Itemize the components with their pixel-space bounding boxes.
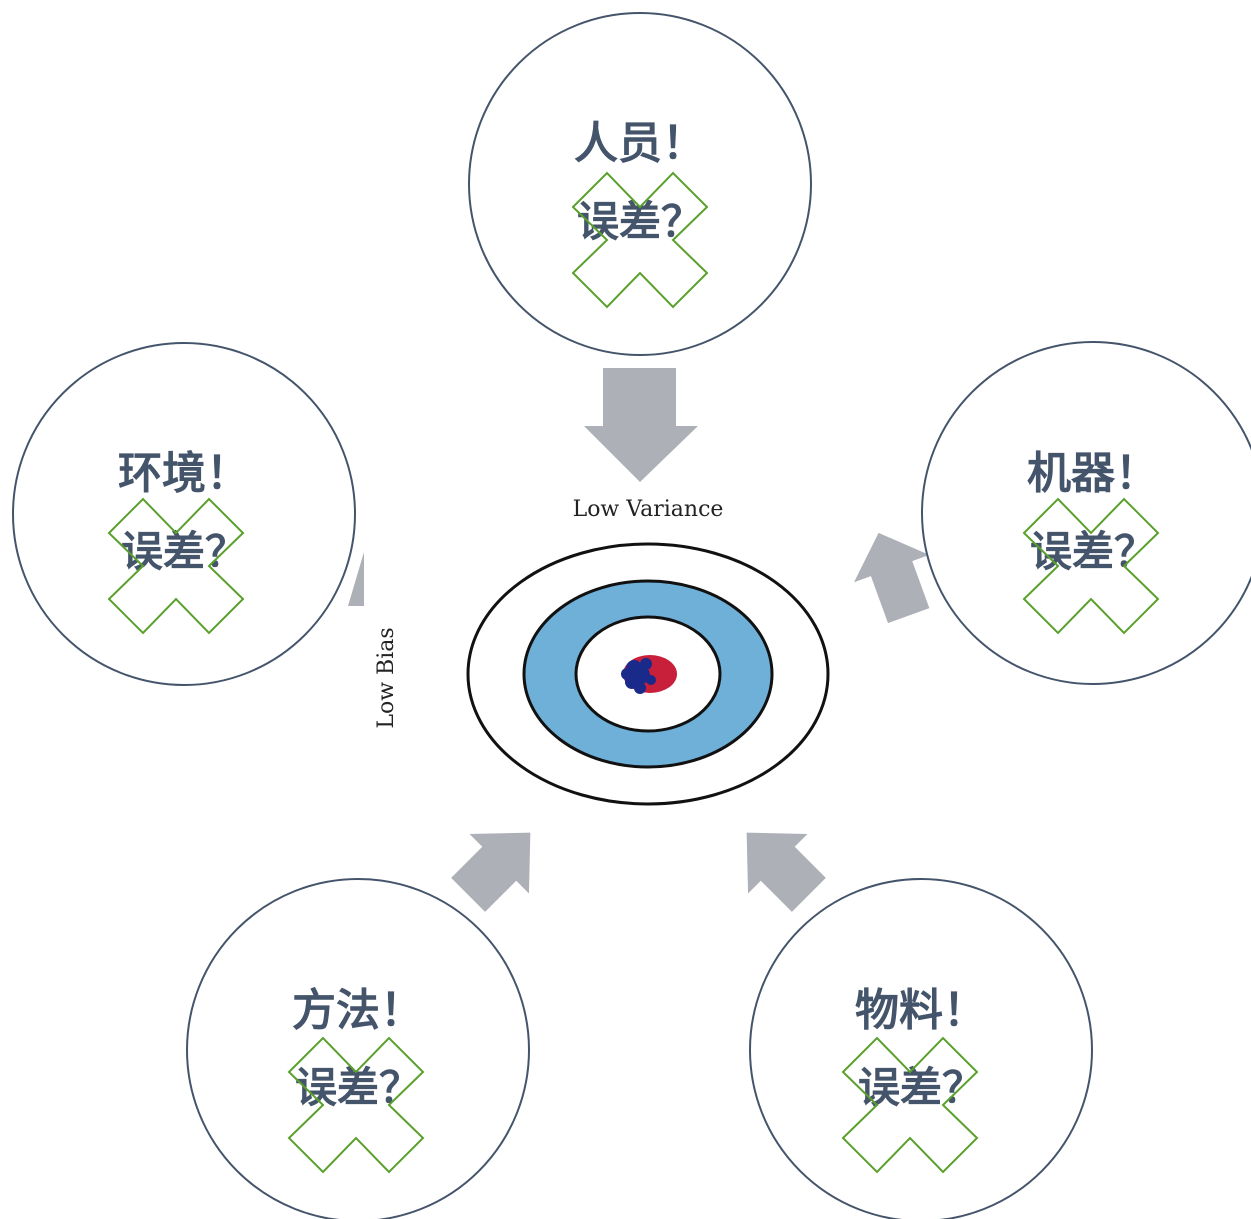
cross-icon (107, 497, 245, 635)
node-subtitle: 误差？ (858, 1063, 984, 1112)
node-title: 物料！ (855, 985, 987, 1036)
cross-icon (571, 171, 709, 309)
arrow-from-method (451, 832, 531, 912)
cross-icon (1022, 497, 1160, 635)
node-machine: 机器！ 误差？ (921, 341, 1251, 685)
node-environment: 环境！ 误差？ (12, 342, 356, 686)
node-circle (12, 342, 356, 686)
node-subtitle: 误差？ (1030, 527, 1156, 576)
node-circle (468, 12, 812, 356)
arrow-from-people (584, 368, 698, 482)
cross-icon (841, 1036, 979, 1174)
arrow-from-environment (348, 552, 364, 606)
node-circle (921, 341, 1251, 685)
arrows (348, 368, 930, 912)
node-title: 机器！ (1027, 448, 1159, 499)
node-title: 方法！ (292, 985, 424, 1036)
node-title: 环境！ (118, 448, 250, 499)
node-subtitle: 误差？ (577, 197, 703, 246)
target-hit-dots (621, 658, 656, 694)
node-material: 物料！ 误差？ (749, 878, 1093, 1219)
node-title: 人员！ (574, 118, 706, 169)
cross-icon (287, 1036, 425, 1174)
arrow-from-material (746, 832, 826, 912)
target-top-label: Low Variance (573, 497, 724, 522)
node-method: 方法！ 误差？ (186, 878, 530, 1219)
node-circle (186, 878, 530, 1219)
arrow-from-machine (853, 532, 930, 624)
node-circle (749, 878, 1093, 1219)
target: Low Variance Low Bias (374, 497, 830, 806)
target-side-label: Low Bias (374, 627, 399, 728)
node-people: 人员！ 误差？ (468, 12, 812, 356)
